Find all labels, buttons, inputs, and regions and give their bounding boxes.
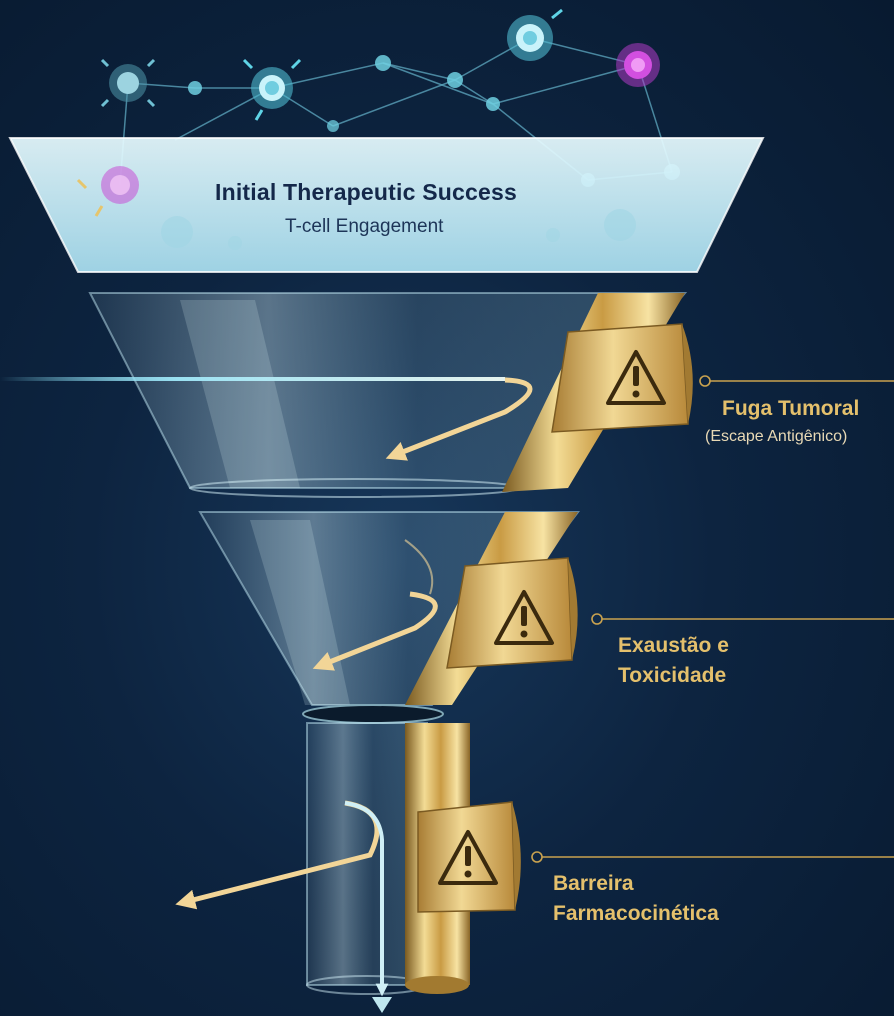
- t-cell-icon: [242, 58, 302, 121]
- stage-label-exaustao: Exaustão e: [618, 634, 729, 657]
- stage-label-barreira: Barreira: [553, 872, 634, 895]
- flow-beam-3: [0, 800, 389, 997]
- flow-beam-1: [0, 375, 533, 461]
- funnel-top-panel: [8, 137, 765, 274]
- t-cell-icon: [507, 8, 563, 61]
- stage-label-toxicidade: Toxicidade: [618, 664, 727, 687]
- warning-icon: [494, 590, 554, 645]
- warning-icon: [438, 830, 498, 885]
- stage-sublabel-escape-antigenico: (Escape Antigênico): [705, 428, 848, 445]
- diagram-title: Initial Therapeutic Success: [215, 179, 517, 205]
- flow-beam-2: [0, 539, 438, 671]
- stage-label-fuga-tumoral: Fuga Tumoral: [722, 397, 860, 420]
- network-cells: [100, 8, 680, 187]
- virus-cell-icon: [100, 58, 156, 108]
- arrow-down-icon: [372, 997, 392, 1013]
- gold-band-2: [446, 557, 578, 669]
- tumor-cell-icon: [616, 43, 660, 87]
- warning-icon: [606, 350, 666, 405]
- diagram-subtitle: T-cell Engagement: [285, 216, 444, 237]
- leader-lines: [531, 375, 894, 863]
- stage-label-farmacocinetica: Farmacocinética: [553, 902, 719, 925]
